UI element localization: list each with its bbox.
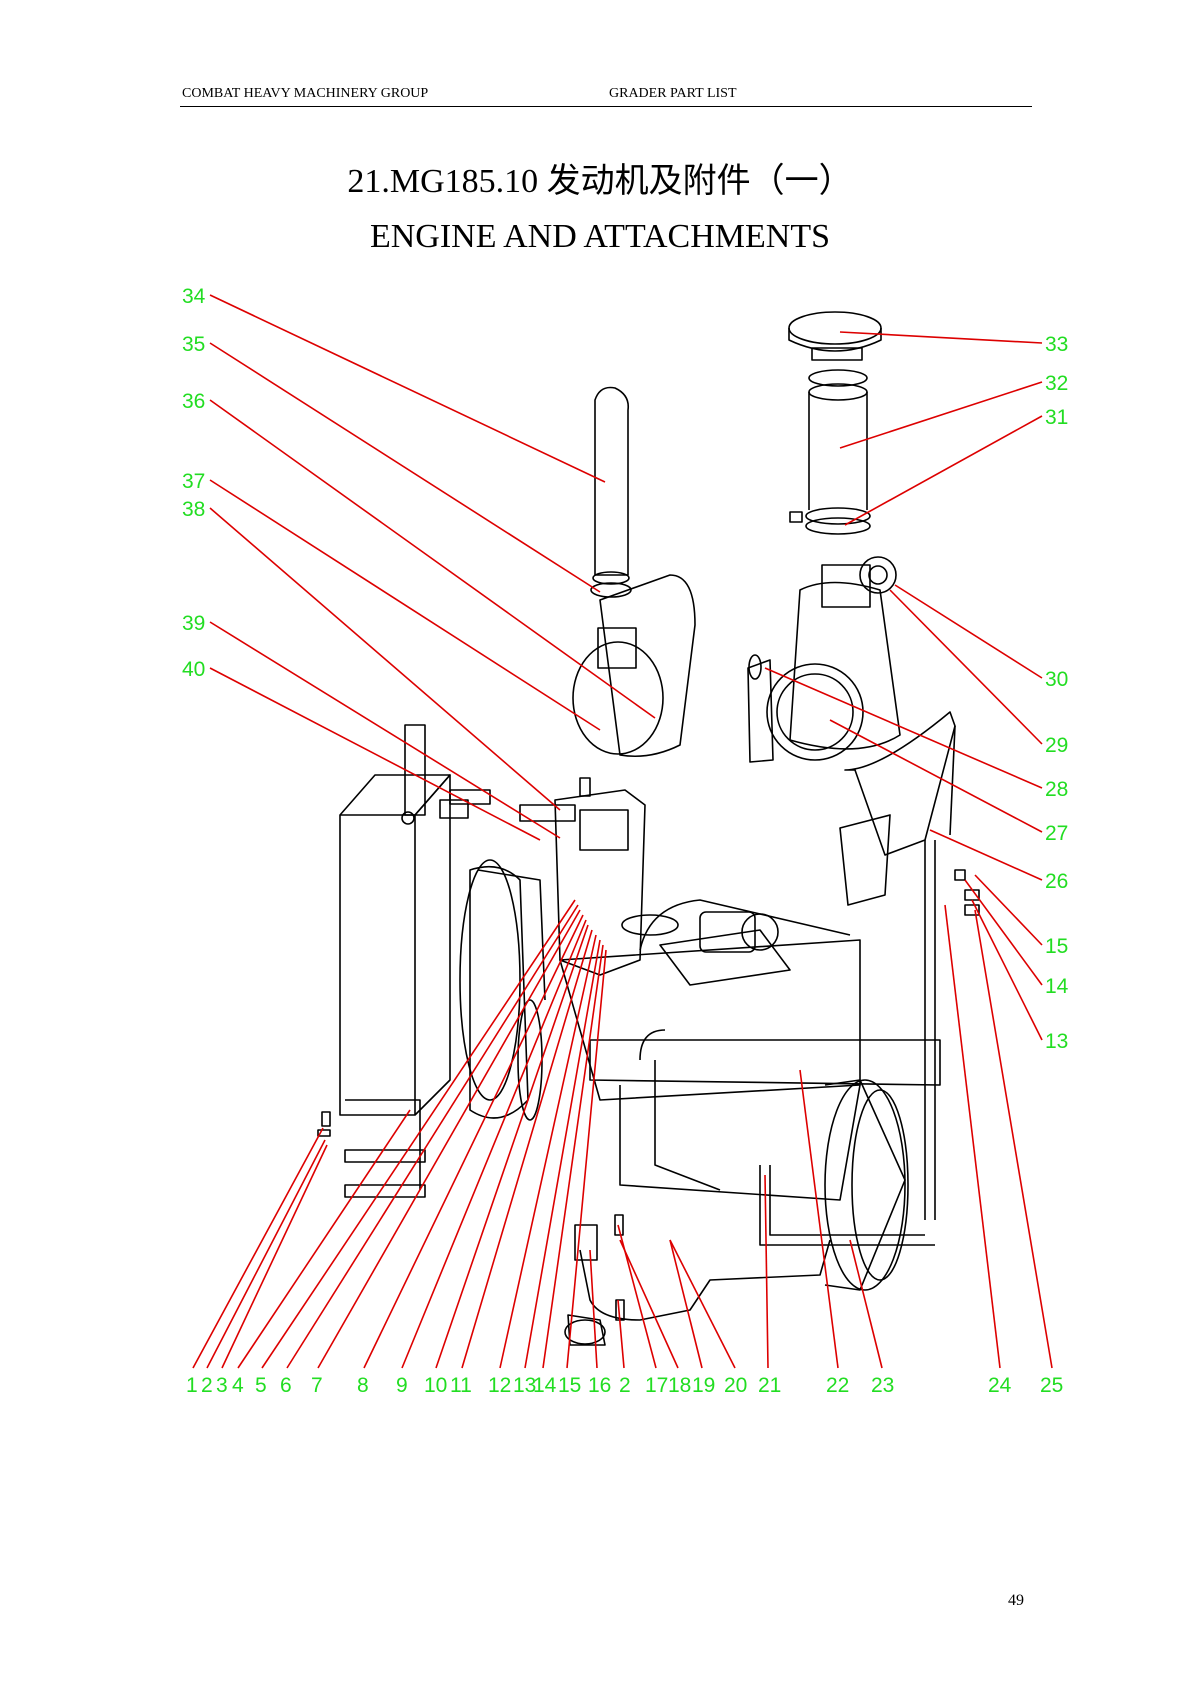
header-rule <box>180 106 1032 107</box>
callout-bottom-20: 20 <box>724 1374 747 1397</box>
line-art <box>317 311 980 1346</box>
callout-38: 38 <box>182 498 205 521</box>
callout-33: 33 <box>1045 333 1068 356</box>
callout-14-right: 14 <box>1045 975 1069 998</box>
callout-bottom-13: 13 <box>513 1374 536 1397</box>
callout-30: 30 <box>1045 668 1068 691</box>
callout-bottom-19: 19 <box>692 1374 715 1397</box>
callout-bottom-24: 24 <box>988 1374 1012 1397</box>
callout-bottom-18: 18 <box>668 1374 691 1397</box>
callout-bottom-8: 8 <box>357 1374 369 1397</box>
callout-27: 27 <box>1045 822 1068 845</box>
callout-bottom-3: 3 <box>216 1374 228 1397</box>
callout-31: 31 <box>1045 406 1068 429</box>
callout-29: 29 <box>1045 734 1068 757</box>
callout-32: 32 <box>1045 372 1068 395</box>
callout-15-right: 15 <box>1045 935 1068 958</box>
callout-bottom-4: 4 <box>232 1374 244 1397</box>
callout-bottom-21: 21 <box>758 1374 781 1397</box>
callout-bottom-5: 5 <box>255 1374 267 1397</box>
callout-bottom-16: 16 <box>588 1374 611 1397</box>
page-number: 49 <box>1008 1592 1024 1609</box>
callout-bottom-1: 1 <box>186 1374 198 1397</box>
callout-bottom-17: 17 <box>645 1374 668 1397</box>
callout-bottom-25: 25 <box>1040 1374 1063 1397</box>
callout-13-right: 13 <box>1045 1030 1068 1053</box>
leader-lines <box>192 294 1053 1369</box>
callout-bottom-23: 23 <box>871 1374 894 1397</box>
page-title-chinese: 21.MG185.10 发动机及附件（一） <box>347 163 853 200</box>
callout-36: 36 <box>182 390 205 413</box>
callout-bottom-11: 11 <box>450 1374 472 1397</box>
callout-bottom-9: 9 <box>396 1374 408 1397</box>
callout-28: 28 <box>1045 778 1068 801</box>
page-title-english: ENGINE AND ATTACHMENTS <box>369 218 831 255</box>
callout-35: 35 <box>182 333 205 356</box>
callout-bottom-14: 14 <box>533 1374 557 1397</box>
callout-bottom-22: 22 <box>826 1374 849 1397</box>
header-company: COMBAT HEAVY MACHINERY GROUP <box>182 86 429 101</box>
callout-bottom-7: 7 <box>311 1374 323 1397</box>
callout-39: 39 <box>182 612 205 635</box>
callout-bottom-15: 15 <box>558 1374 581 1397</box>
callout-bottom-10: 10 <box>424 1374 447 1397</box>
callout-bottom-12: 12 <box>488 1374 511 1397</box>
header-doc-title: GRADER PART LIST <box>609 86 737 101</box>
callout-bottom-6: 6 <box>280 1374 292 1397</box>
callout-labels: 34 35 36 37 38 39 40 33 32 31 30 29 28 2… <box>182 285 1069 1397</box>
callout-37: 37 <box>182 470 205 493</box>
callout-bottom-2: 2 <box>201 1374 213 1397</box>
callout-34: 34 <box>182 285 206 308</box>
callout-40: 40 <box>182 658 205 681</box>
callout-26: 26 <box>1045 870 1068 893</box>
callout-bottom-2b: 2 <box>619 1374 631 1397</box>
